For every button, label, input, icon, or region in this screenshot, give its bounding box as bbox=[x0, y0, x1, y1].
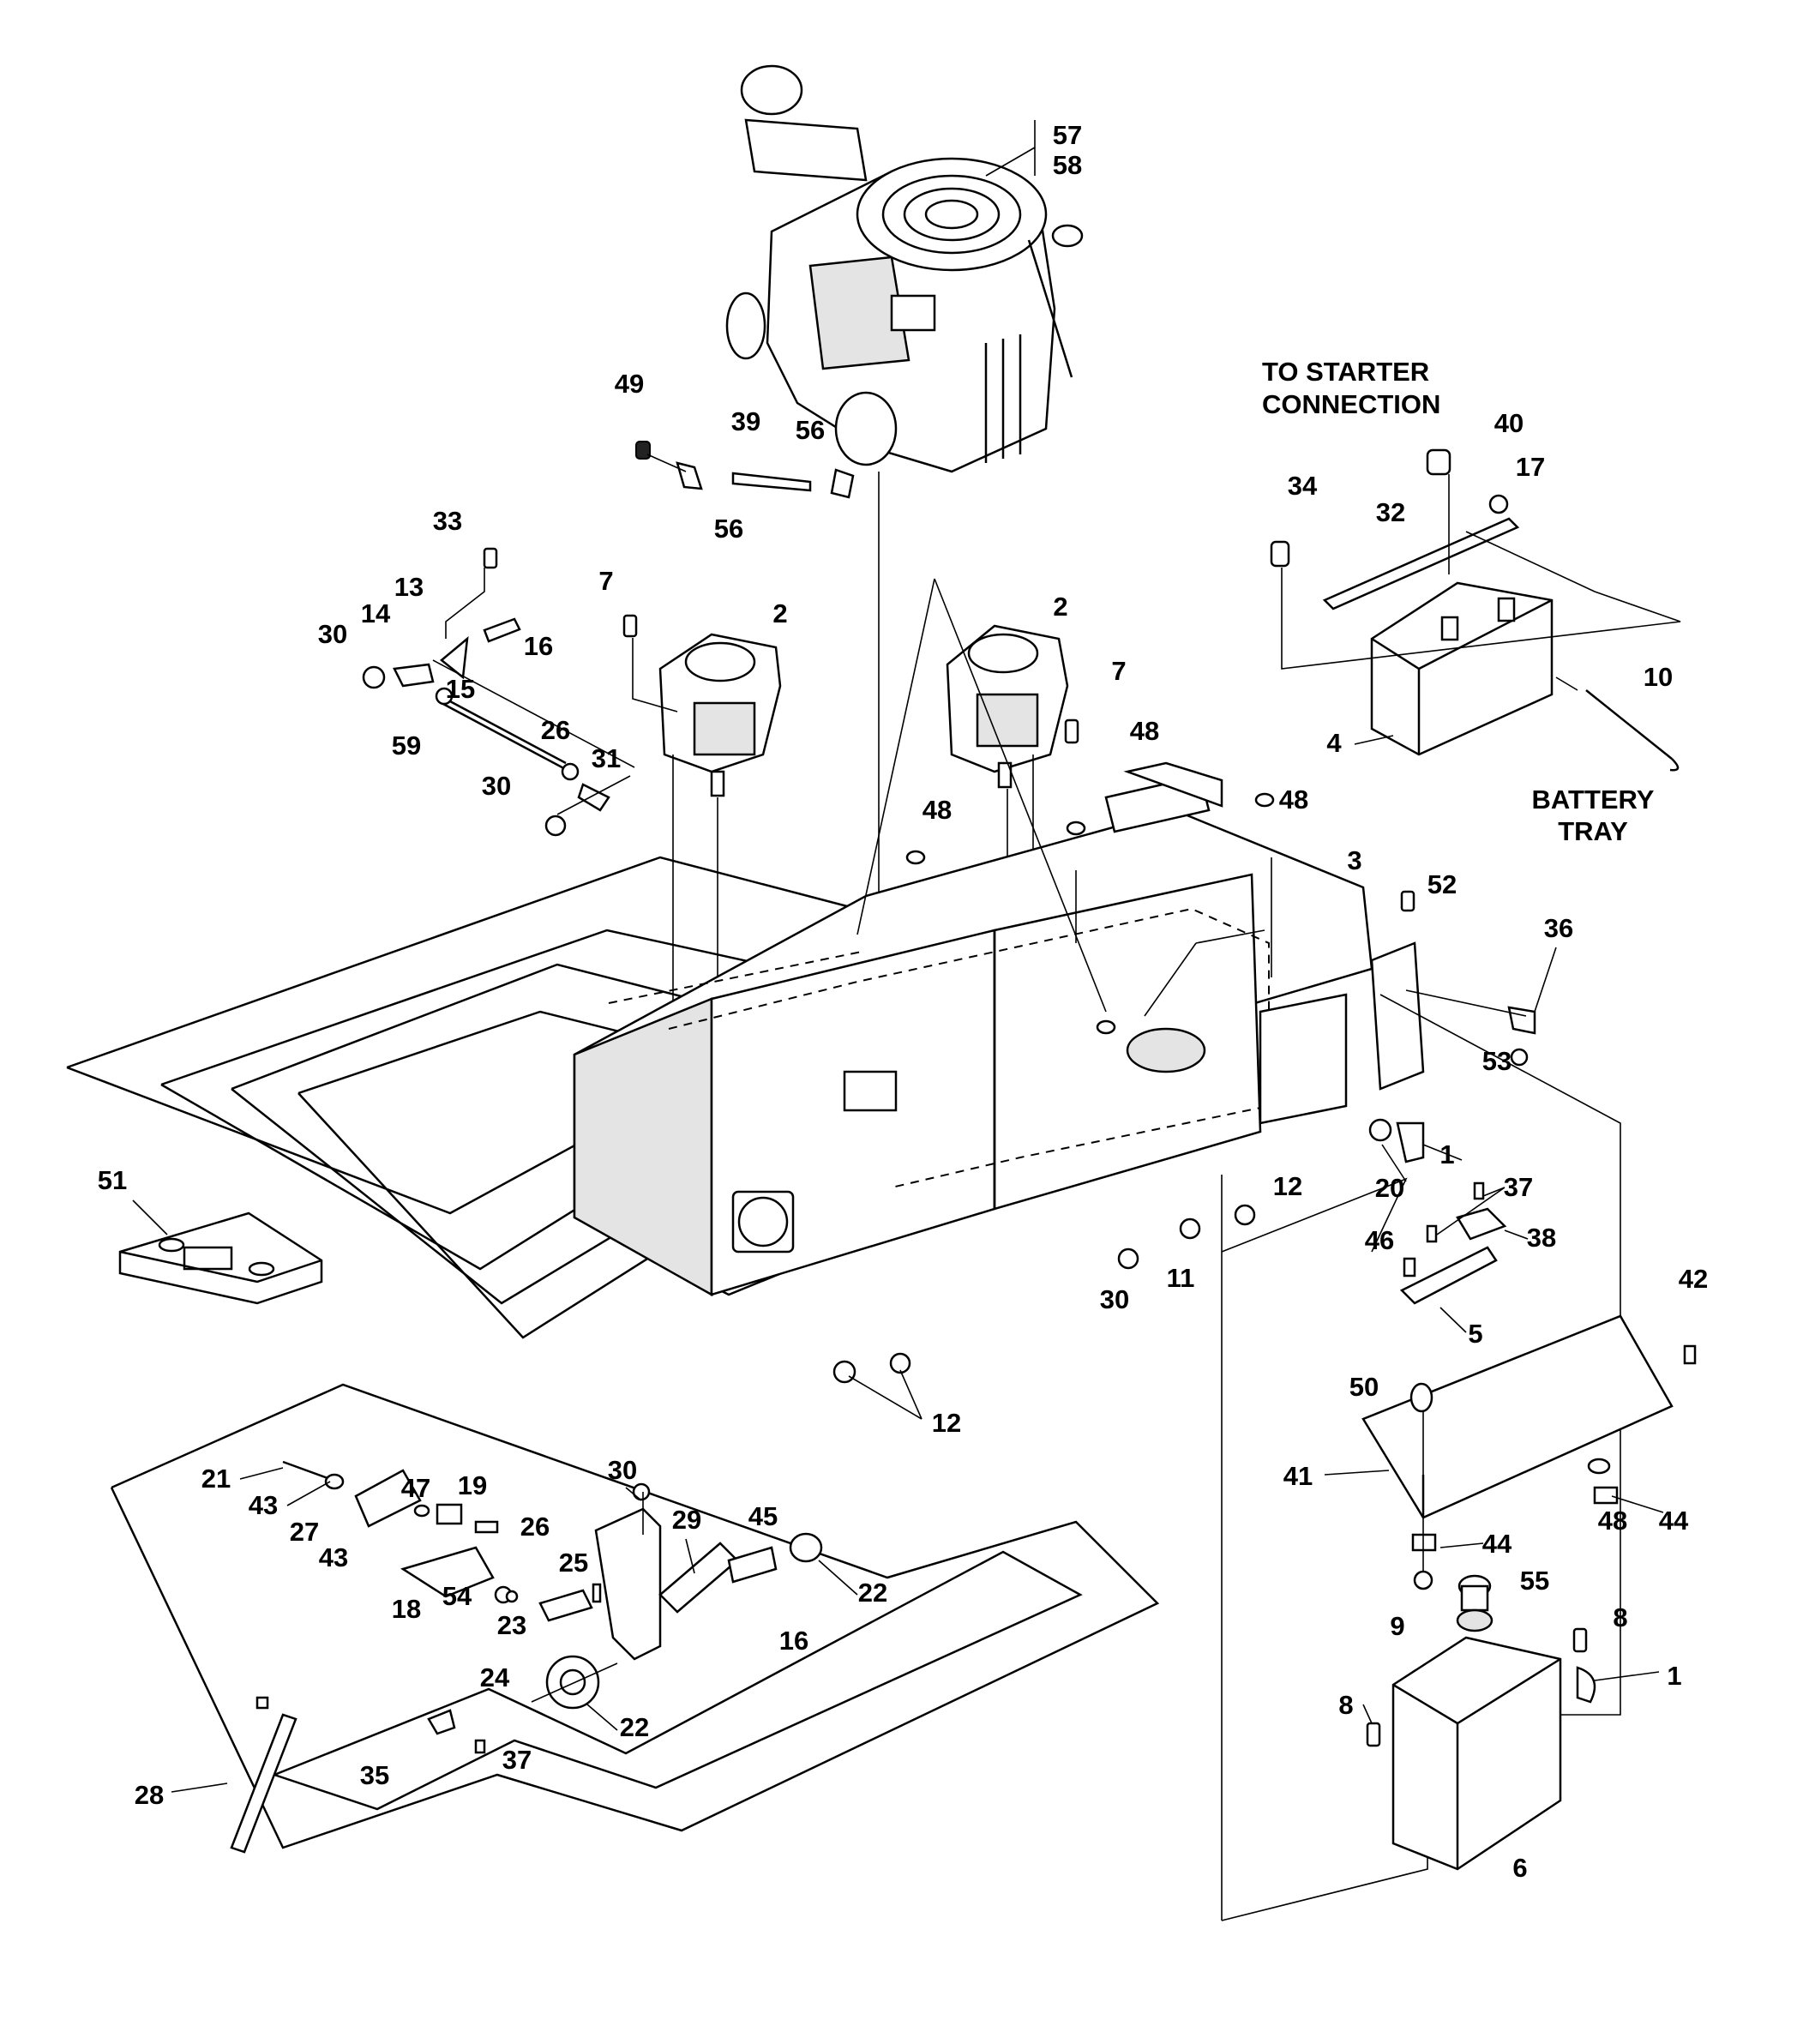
callout-12: 12 bbox=[932, 1408, 961, 1438]
callout-27: 27 bbox=[290, 1517, 319, 1547]
callout-30: 30 bbox=[482, 771, 511, 801]
callout-43: 43 bbox=[319, 1542, 348, 1572]
callout-8: 8 bbox=[1613, 1602, 1627, 1632]
svg-text:TRAY: TRAY bbox=[1558, 816, 1628, 846]
callout-34: 34 bbox=[1288, 471, 1318, 501]
callout-12: 12 bbox=[1273, 1171, 1302, 1201]
callout-22: 22 bbox=[858, 1578, 887, 1608]
hydro-pump-left bbox=[622, 614, 782, 1037]
callout-35: 35 bbox=[360, 1760, 389, 1790]
fuel-line-assembly bbox=[635, 441, 855, 499]
callout-49: 49 bbox=[615, 369, 644, 399]
engine-assembly bbox=[725, 64, 1084, 473]
callout-48: 48 bbox=[923, 795, 952, 825]
relay-bracket bbox=[1399, 1181, 1507, 1305]
callout-56: 56 bbox=[796, 415, 825, 445]
callout-15: 15 bbox=[446, 674, 475, 704]
main-frame bbox=[573, 761, 1425, 1297]
callout-39: 39 bbox=[731, 406, 760, 436]
lower-control-linkage bbox=[230, 1460, 823, 1854]
callout-53: 53 bbox=[1482, 1046, 1512, 1076]
callout-43: 43 bbox=[249, 1490, 278, 1520]
callout-30: 30 bbox=[318, 619, 347, 649]
callout-17: 17 bbox=[1516, 452, 1545, 482]
callout-4: 4 bbox=[1326, 728, 1342, 758]
callout-55: 55 bbox=[1520, 1566, 1549, 1596]
callout-28: 28 bbox=[135, 1780, 164, 1810]
callout-22: 22 bbox=[620, 1712, 649, 1742]
callout-32: 32 bbox=[1376, 497, 1405, 527]
callout-6: 6 bbox=[1512, 1853, 1527, 1883]
callout-19: 19 bbox=[458, 1470, 487, 1500]
callout-2: 2 bbox=[1053, 592, 1067, 622]
frame-fasteners bbox=[832, 792, 1536, 1384]
callout-10: 10 bbox=[1644, 662, 1673, 692]
callout-57: 57 bbox=[1053, 120, 1082, 150]
callout-37: 37 bbox=[502, 1745, 532, 1775]
callout-numbers: 57 58 49 39 56 56 33 13 14 30 16 15 59 2… bbox=[98, 120, 1708, 1883]
callout-41: 41 bbox=[1283, 1461, 1313, 1491]
mounting-plate bbox=[1361, 1314, 1697, 1590]
callout-54: 54 bbox=[442, 1581, 472, 1611]
callout-2: 2 bbox=[772, 598, 787, 628]
callout-59: 59 bbox=[392, 730, 421, 760]
callout-9: 9 bbox=[1390, 1611, 1404, 1641]
callout-7: 7 bbox=[1111, 656, 1126, 686]
callout-44: 44 bbox=[1659, 1506, 1689, 1536]
svg-text:TO STARTER: TO STARTER bbox=[1262, 357, 1429, 387]
callout-11: 11 bbox=[1167, 1263, 1195, 1293]
callout-16: 16 bbox=[779, 1626, 808, 1656]
callout-38: 38 bbox=[1527, 1223, 1556, 1253]
fluid-tank bbox=[1366, 1574, 1596, 1871]
callout-29: 29 bbox=[672, 1505, 701, 1535]
callout-25: 25 bbox=[559, 1548, 588, 1578]
callout-52: 52 bbox=[1427, 869, 1457, 899]
callout-7: 7 bbox=[598, 566, 613, 596]
callout-37: 37 bbox=[1504, 1172, 1533, 1202]
callout-20: 20 bbox=[1375, 1173, 1404, 1203]
callout-47: 47 bbox=[401, 1473, 430, 1503]
callout-48: 48 bbox=[1279, 785, 1308, 815]
callout-46: 46 bbox=[1365, 1225, 1394, 1255]
caption-battery-tray: BATTERY TRAY bbox=[1532, 785, 1655, 846]
battery-assembly bbox=[1270, 448, 1681, 772]
callout-31: 31 bbox=[592, 743, 621, 773]
callout-56: 56 bbox=[714, 514, 743, 544]
callout-26: 26 bbox=[520, 1512, 550, 1542]
callout-40: 40 bbox=[1494, 408, 1524, 438]
hour-meter bbox=[118, 1211, 323, 1305]
callout-16: 16 bbox=[524, 631, 553, 661]
hydro-pump-right bbox=[946, 624, 1201, 987]
callout-42: 42 bbox=[1679, 1264, 1708, 1294]
callout-30: 30 bbox=[608, 1455, 637, 1485]
callout-36: 36 bbox=[1544, 913, 1573, 943]
callout-5: 5 bbox=[1468, 1319, 1482, 1349]
callout-44: 44 bbox=[1482, 1529, 1512, 1559]
callout-51: 51 bbox=[98, 1165, 127, 1195]
callout-26: 26 bbox=[541, 715, 570, 745]
svg-text:CONNECTION: CONNECTION bbox=[1262, 389, 1440, 419]
callout-58: 58 bbox=[1053, 150, 1082, 180]
svg-text:BATTERY: BATTERY bbox=[1532, 785, 1655, 815]
callout-48: 48 bbox=[1598, 1506, 1627, 1536]
callout-23: 23 bbox=[497, 1610, 526, 1640]
callout-33: 33 bbox=[433, 506, 462, 536]
callout-8: 8 bbox=[1338, 1690, 1353, 1720]
callout-14: 14 bbox=[361, 598, 391, 628]
callout-50: 50 bbox=[1349, 1372, 1379, 1402]
callout-1: 1 bbox=[1667, 1661, 1681, 1691]
upper-linkage-assembly bbox=[362, 547, 635, 837]
callout-30: 30 bbox=[1100, 1284, 1129, 1314]
callout-48: 48 bbox=[1130, 716, 1159, 746]
callout-45: 45 bbox=[748, 1501, 778, 1531]
callout-18: 18 bbox=[392, 1594, 421, 1624]
callout-24: 24 bbox=[480, 1662, 510, 1692]
callout-21: 21 bbox=[201, 1464, 231, 1494]
callout-3: 3 bbox=[1347, 845, 1361, 875]
callout-leaders bbox=[132, 735, 1664, 1793]
callout-13: 13 bbox=[394, 572, 424, 602]
caption-to-starter-connection: TO STARTER CONNECTION bbox=[1262, 357, 1440, 419]
